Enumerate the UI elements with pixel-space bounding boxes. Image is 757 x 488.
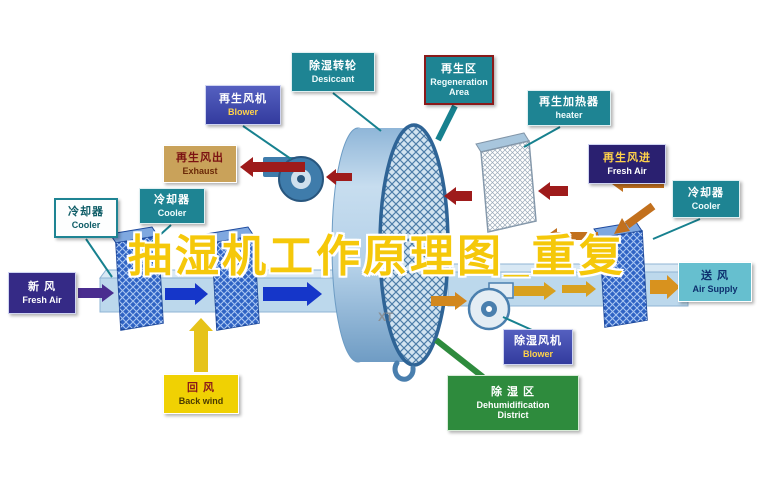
- label-cooler-left-en: Cooler: [71, 219, 101, 230]
- label-regen-heater: 再生加热器 heater: [527, 90, 611, 126]
- label-fresh-air: 新 风 Fresh Air: [8, 272, 76, 314]
- label-pointer-lines: [85, 92, 701, 380]
- label-dehum-blower-en: Blower: [522, 348, 553, 359]
- label-back-wind-zh: 回 风: [186, 381, 216, 394]
- label-exhaust-zh: 再生风出: [176, 151, 224, 164]
- label-regen-blower: 再生风机 Blower: [205, 85, 281, 125]
- label-air-supply-zh: 送 风: [700, 269, 730, 282]
- cooler-coil-left-2: [205, 226, 260, 331]
- label-regen-blower-zh: 再生风机: [219, 92, 267, 105]
- cooler-coil-left-1: [109, 226, 164, 331]
- small-watermark: XT: [378, 310, 394, 324]
- label-dehum-district-en1: Dehumidification: [476, 399, 550, 410]
- label-back-wind: 回 风 Back wind: [163, 374, 239, 414]
- label-dehum-blower-zh: 除湿风机: [514, 334, 562, 347]
- label-back-wind-en: Back wind: [178, 395, 224, 406]
- label-desiccant: 除湿转轮 Desiccant: [291, 52, 375, 92]
- label-exhaust: 再生风出 Exhaust: [163, 145, 237, 183]
- dehum-fan-icon: [467, 282, 514, 331]
- label-dehum-district: 除 湿 区 Dehumidification District: [447, 375, 579, 431]
- label-desiccant-en: Desiccant: [311, 73, 355, 84]
- cooler-coil-right: [593, 221, 648, 328]
- label-fresh-air-zh: 新 风: [27, 280, 57, 293]
- label-regeneration-area-zh: 再生区: [441, 62, 477, 75]
- label-air-supply-en: Air Supply: [692, 283, 738, 294]
- label-regen-heater-en: heater: [555, 109, 583, 120]
- watermark-title: 抽湿机工作原理图_重复: [128, 232, 626, 281]
- label-cooler-top: 冷却器 Cooler: [139, 188, 205, 224]
- label-fresh-air-en: Fresh Air: [22, 294, 62, 305]
- label-exhaust-en: Exhaust: [182, 165, 218, 176]
- label-air-supply: 送 风 Air Supply: [678, 262, 752, 302]
- label-dehum-district-en2: District: [497, 409, 529, 420]
- process-air-arrows: [78, 275, 680, 372]
- label-regen-fresh-air-en: Fresh Air: [607, 165, 647, 176]
- label-cooler-left: 冷却器 Cooler: [54, 198, 118, 238]
- label-cooler-right: 冷却器 Cooler: [672, 180, 740, 218]
- label-regen-fresh-air-zh: 再生风进: [603, 151, 651, 164]
- label-cooler-top-en: Cooler: [157, 207, 187, 218]
- label-cooler-right-zh: 冷却器: [688, 186, 724, 199]
- label-desiccant-zh: 除湿转轮: [309, 59, 357, 72]
- label-regen-heater-zh: 再生加热器: [539, 95, 599, 108]
- label-regeneration-area-en: Regeneration Area: [430, 76, 488, 97]
- wheel-rotary-seal: [392, 360, 416, 382]
- label-cooler-right-en: Cooler: [691, 200, 721, 211]
- regen-air-arrows: [240, 157, 664, 244]
- label-regeneration-area: 再生区 Regeneration Area: [424, 55, 494, 105]
- label-cooler-top-zh: 冷却器: [154, 193, 190, 206]
- heater-block: [475, 132, 537, 233]
- label-cooler-left-zh: 冷却器: [68, 205, 104, 218]
- label-regen-fresh-air: 再生风进 Fresh Air: [588, 144, 666, 184]
- label-dehum-blower: 除湿风机 Blower: [503, 329, 573, 365]
- label-dehum-district-zh: 除 湿 区: [490, 385, 536, 398]
- label-regen-blower-en: Blower: [227, 106, 258, 117]
